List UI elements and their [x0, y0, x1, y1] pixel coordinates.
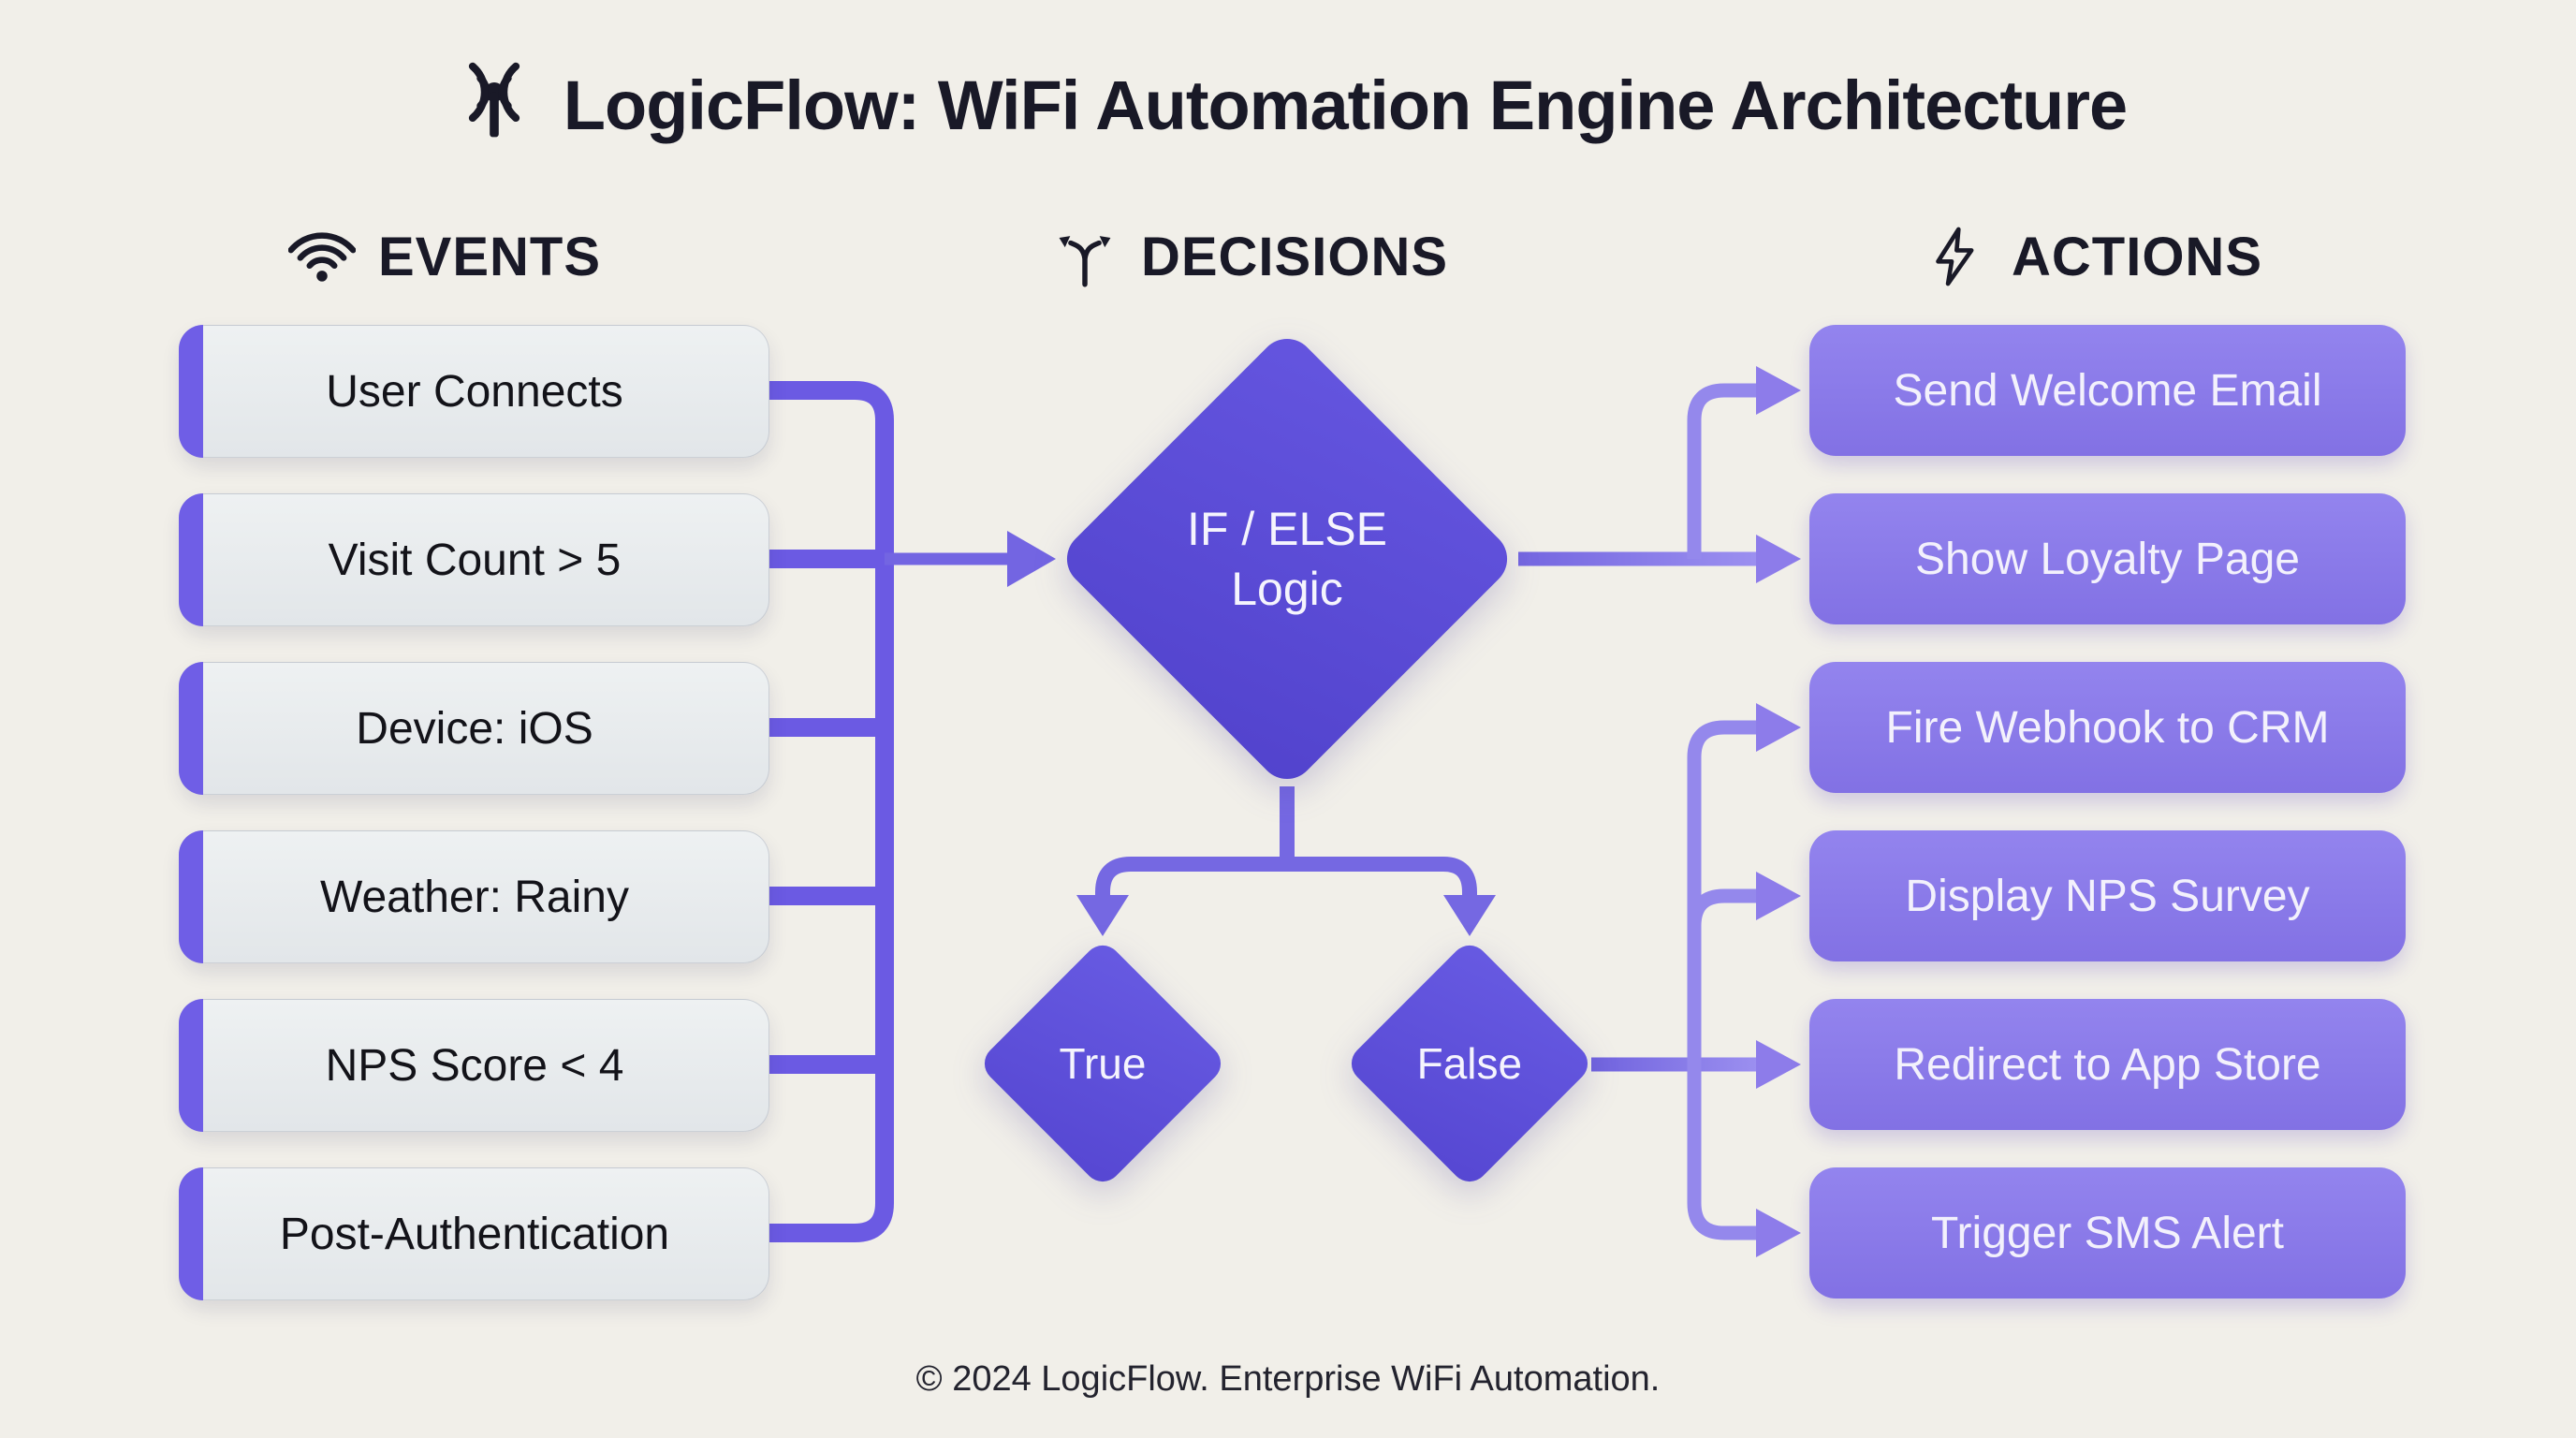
antenna-icon	[449, 62, 539, 148]
action-node-loyalty-page[interactable]: Show Loyalty Page	[1809, 493, 2406, 624]
arrowhead-decision	[1007, 531, 1056, 587]
event-label: Post-Authentication	[279, 1209, 670, 1259]
action-node-app-store[interactable]: Redirect to App Store	[1809, 999, 2406, 1130]
accent-bar	[179, 1167, 203, 1300]
event-node-nps-score[interactable]: NPS Score < 4	[179, 999, 769, 1132]
branch-icon	[1051, 226, 1119, 287]
decision-node-true[interactable]: True	[976, 937, 1229, 1190]
actions-column-header: ACTIONS	[1797, 221, 2387, 292]
arrowhead-webhook	[1756, 703, 1801, 752]
action-node-nps-survey[interactable]: Display NPS Survey	[1809, 830, 2406, 961]
action-label: Trigger SMS Alert	[1931, 1208, 2284, 1258]
arrowhead-nps-survey	[1756, 872, 1801, 920]
if-else-label: IF / ELSE Logic	[1187, 503, 1387, 615]
accent-bar	[179, 493, 203, 626]
lightning-icon	[1922, 226, 1989, 287]
accent-bar	[179, 999, 203, 1132]
decision-node-if-else[interactable]: IF / ELSE Logic	[1055, 327, 1519, 791]
accent-bar	[179, 830, 203, 963]
event-node-post-authentication[interactable]: Post-Authentication	[179, 1167, 769, 1300]
actions-column-label: ACTIONS	[2012, 226, 2262, 287]
arrowhead-true	[1076, 895, 1129, 936]
edge-false-bus-down	[1687, 1064, 1760, 1240]
diagram-title-row: LogicFlow: WiFi Automation Engine Archit…	[0, 58, 2576, 152]
action-label: Redirect to App Store	[1894, 1039, 2321, 1090]
action-label: Display NPS Survey	[1905, 871, 2310, 921]
action-label: Show Loyalty Page	[1915, 534, 2300, 584]
action-label: Fire Webhook to CRM	[1885, 702, 2330, 753]
event-label: Visit Count > 5	[328, 535, 622, 585]
false-diamond: False	[1343, 937, 1596, 1190]
event-node-weather-rainy[interactable]: Weather: Rainy	[179, 830, 769, 963]
edge-decision-split	[1095, 857, 1477, 901]
accent-bar	[179, 325, 203, 458]
decision-node-false[interactable]: False	[1343, 937, 1596, 1190]
arrowhead-welcome-email	[1756, 366, 1801, 415]
event-label: Weather: Rainy	[320, 872, 629, 922]
arrowhead-false	[1443, 895, 1496, 936]
arrowhead-app-store	[1756, 1040, 1801, 1089]
decisions-column-label: DECISIONS	[1140, 226, 1449, 287]
event-node-user-connects[interactable]: User Connects	[179, 325, 769, 458]
footer-copyright: © 2024 LogicFlow. Enterprise WiFi Automa…	[915, 1359, 1661, 1399]
event-label: NPS Score < 4	[325, 1040, 624, 1091]
accent-bar	[179, 662, 203, 795]
if-else-diamond: IF / ELSE Logic	[1055, 327, 1519, 791]
event-label: User Connects	[326, 366, 623, 417]
arrowhead-loyalty-page	[1756, 535, 1801, 583]
action-node-sms-alert[interactable]: Trigger SMS Alert	[1809, 1167, 2406, 1299]
page-title: LogicFlow: WiFi Automation Engine Archit…	[563, 66, 2128, 144]
edge-branch-to-nps	[1687, 888, 1760, 927]
events-column-header: EVENTS	[150, 221, 739, 292]
arrowhead-sms-alert	[1756, 1209, 1801, 1257]
event-node-visit-count[interactable]: Visit Count > 5	[179, 493, 769, 626]
event-label: Device: iOS	[356, 703, 593, 754]
events-column-label: EVENTS	[377, 226, 602, 287]
decisions-column-header: DECISIONS	[945, 221, 1554, 292]
false-label: False	[1416, 1038, 1523, 1088]
edge-events-bus	[756, 381, 894, 1242]
action-node-welcome-email[interactable]: Send Welcome Email	[1809, 325, 2406, 456]
event-node-device-ios[interactable]: Device: iOS	[179, 662, 769, 795]
true-diamond: True	[976, 937, 1229, 1190]
action-node-crm-webhook[interactable]: Fire Webhook to CRM	[1809, 662, 2406, 793]
edge-false-bus-up	[1687, 720, 1760, 1064]
true-label: True	[1059, 1038, 1147, 1088]
edge-branch-to-welcome	[1687, 383, 1760, 559]
action-label: Send Welcome Email	[1893, 365, 2322, 416]
wifi-icon	[287, 226, 356, 287]
